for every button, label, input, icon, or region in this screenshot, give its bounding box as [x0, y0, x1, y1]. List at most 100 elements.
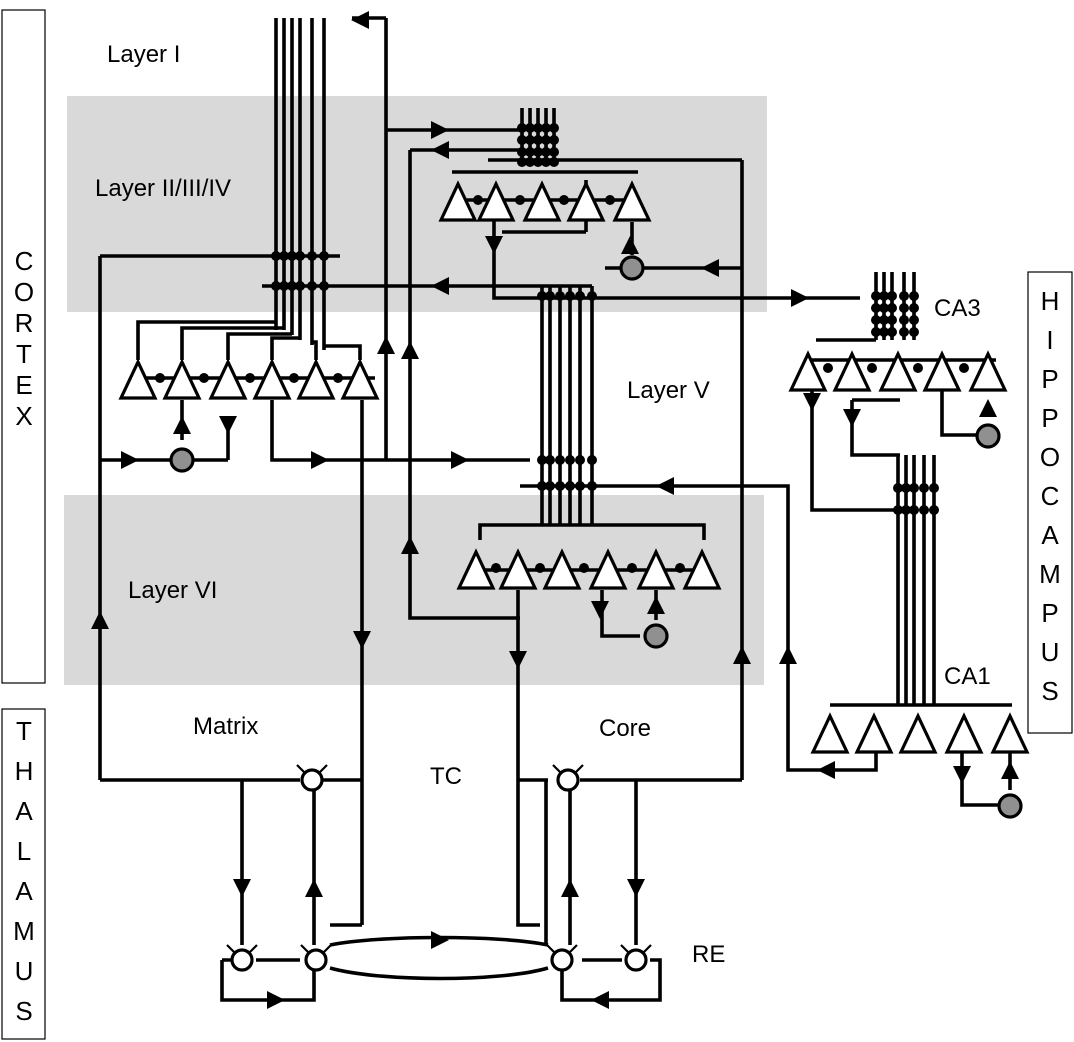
layer-2-3-4-band	[67, 96, 767, 312]
synapse-dot	[565, 481, 575, 491]
pyramidal-cell-l2r-3	[566, 180, 606, 222]
synapse-dot	[279, 251, 289, 261]
synapse-dot	[887, 303, 897, 313]
dendrite-tick-icon	[300, 944, 332, 955]
synapse-dot	[541, 123, 551, 133]
synapse-dot	[549, 147, 559, 157]
synapse-dot	[901, 505, 911, 515]
synapse-dot	[549, 157, 559, 167]
synapse-dot	[565, 455, 575, 465]
pyramidal-cell-ca3-1	[832, 350, 872, 392]
synapse-dot	[533, 123, 543, 133]
synapse-dot	[909, 315, 919, 325]
synapse-dot	[919, 483, 929, 493]
synapse-dot	[887, 327, 897, 337]
arrowhead-icon	[121, 451, 139, 469]
synapse-dot	[555, 291, 565, 301]
matrix-label: Matrix	[193, 713, 258, 740]
arrowhead-icon	[1001, 761, 1019, 779]
synapse-dot	[473, 195, 483, 205]
pyramidal-cell-l2-5	[340, 358, 380, 400]
arrowhead-icon	[791, 289, 809, 307]
arrowhead-icon	[627, 879, 645, 897]
synapse-dot	[909, 303, 919, 313]
synapse-dot	[919, 505, 929, 515]
arrowhead-icon	[431, 141, 449, 159]
synapse-dot	[899, 315, 909, 325]
arrowhead-icon	[561, 879, 579, 897]
synapse-dot	[517, 135, 527, 145]
synapse-dot	[541, 157, 551, 167]
synapse-dot	[271, 251, 281, 261]
synapse-dot	[909, 327, 919, 337]
synapse-dot	[893, 505, 903, 515]
synapse-dot	[525, 123, 535, 133]
dendrite-tick-icon	[296, 764, 328, 775]
arrowhead-icon	[431, 277, 449, 295]
synapse-dot	[575, 455, 585, 465]
synapse-dot	[333, 373, 343, 383]
ca1-label: CA1	[944, 663, 991, 690]
synapse-dot	[319, 281, 329, 291]
layer-2-3-4-label: Layer II/III/IV	[95, 175, 231, 202]
arrowhead-icon	[451, 451, 469, 469]
pyramidal-cell-ca3-3	[922, 350, 962, 392]
synapse-dot	[913, 363, 923, 373]
arrowhead-icon	[401, 536, 419, 554]
thalamocortical-cell-core	[556, 768, 580, 792]
synapse-dot	[627, 563, 637, 573]
synapse-dot	[871, 303, 881, 313]
pyramidal-cell-l2r-2	[522, 180, 562, 222]
pyramidal-cell-l6-1	[498, 548, 538, 590]
synapse-dot	[871, 327, 881, 337]
interneuron-l6	[643, 623, 669, 649]
synapse-dot	[887, 291, 897, 301]
pyramidal-cell-ca3-2	[878, 350, 918, 392]
synapse-dot	[587, 481, 597, 491]
pyramidal-cell-l2-2	[208, 358, 248, 400]
interneuron-ca1	[997, 793, 1023, 819]
synapse-dot	[517, 147, 527, 157]
pyramidal-cell-l6-3	[588, 548, 628, 590]
arrowhead-icon	[305, 879, 323, 897]
thalamus-frame	[1, 708, 46, 1040]
layer-6-label: Layer VI	[128, 577, 217, 604]
arrowhead-icon	[401, 341, 419, 359]
reticular-cell-1	[230, 948, 254, 972]
arrowhead-icon	[779, 646, 797, 664]
synapse-dot	[279, 281, 289, 291]
arrowhead-icon	[647, 596, 665, 614]
pyramidal-cell-l2r-4	[612, 180, 652, 222]
arrowhead-icon	[803, 393, 821, 411]
synapse-dot	[909, 505, 919, 515]
arrowhead-icon	[173, 416, 191, 434]
synapse-dot	[909, 291, 919, 301]
pyramidal-cell-l2-3	[252, 358, 292, 400]
pyramidal-cell-ca1-4	[990, 712, 1030, 754]
synapse-dot	[893, 483, 903, 493]
pyramidal-cell-l6-5	[682, 548, 722, 590]
synapse-dot	[245, 373, 255, 383]
synapse-dot	[287, 281, 297, 291]
arrowhead-icon	[431, 931, 449, 949]
arrowhead-icon	[267, 991, 285, 1009]
synapse-dot	[155, 373, 165, 383]
pyramidal-cell-ca1-3	[944, 712, 984, 754]
arrowhead-icon	[656, 477, 674, 495]
pyramidal-cell-l2r-1	[476, 180, 516, 222]
synapse-dot	[319, 251, 329, 261]
synapse-dot	[871, 315, 881, 325]
synapse-dot	[867, 363, 877, 373]
synapse-dot	[517, 123, 527, 133]
arrowhead-icon	[591, 991, 609, 1009]
synapse-dot	[879, 291, 889, 301]
reticular-cell-4	[624, 948, 648, 972]
synapse-dot	[295, 281, 305, 291]
synapse-dot	[515, 195, 525, 205]
arrowhead-icon	[91, 611, 109, 629]
synapse-dot	[909, 483, 919, 493]
synapse-dot	[533, 147, 543, 157]
synapse-dot	[533, 157, 543, 167]
pyramidal-cell-ca3-0	[788, 350, 828, 392]
